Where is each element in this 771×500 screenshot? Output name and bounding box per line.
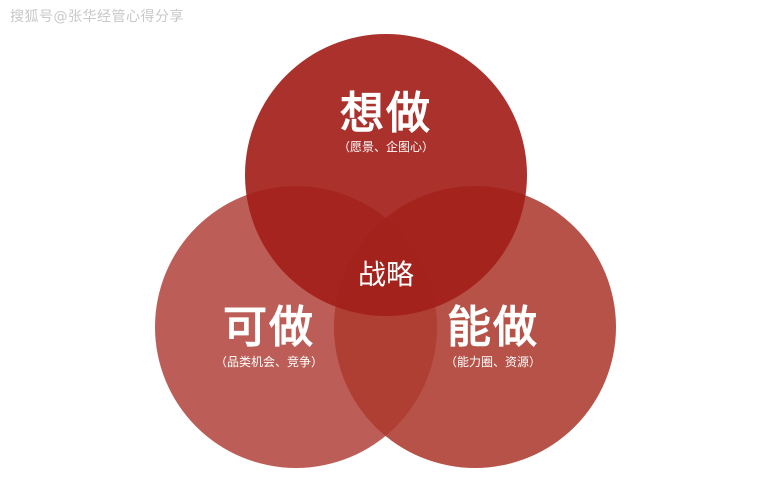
center-label: 战略 bbox=[357, 258, 414, 291]
top-circle-subtitle: （愿景、企图心） bbox=[337, 140, 434, 154]
top-circle-title: 想做 bbox=[340, 88, 432, 139]
left-circle-subtitle: （品类机会、竞争） bbox=[214, 355, 323, 369]
right-circle-title: 能做 bbox=[447, 302, 539, 353]
left-circle-title: 可做 bbox=[223, 302, 315, 353]
watermark: 搜狐号@张华经管心得分享 bbox=[10, 9, 184, 25]
right-circle-subtitle: （能力圈、资源） bbox=[444, 355, 541, 369]
top-circle bbox=[245, 34, 527, 316]
